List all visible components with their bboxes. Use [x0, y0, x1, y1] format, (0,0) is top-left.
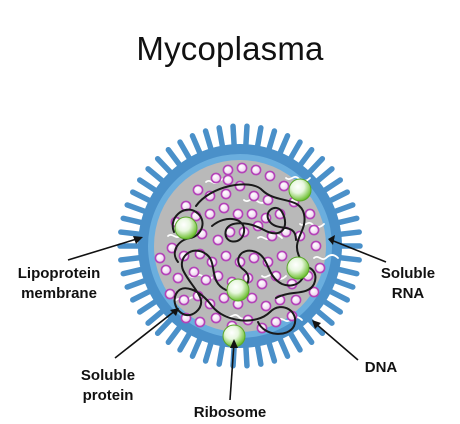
label-soluble-protein-line2: protein	[82, 387, 134, 404]
pointer-ribosome	[229, 342, 235, 401]
soluble-protein	[250, 164, 262, 176]
soluble-protein	[276, 250, 288, 262]
pointer-lipoprotein	[67, 237, 141, 261]
pointer-soluble-rna-head	[328, 235, 335, 245]
ribosomes	[174, 178, 312, 348]
label-soluble-protein-line1: Soluble	[80, 367, 136, 384]
rna-strand	[313, 254, 339, 261]
soluble-protein	[248, 252, 260, 264]
dna-strand	[171, 183, 317, 335]
soluble-protein	[256, 278, 268, 290]
soluble-protein	[248, 190, 260, 202]
soluble-protein	[246, 208, 258, 220]
label-lipoprotein-line2: membrane	[21, 285, 97, 302]
soluble-protein	[210, 172, 222, 184]
ribosome	[288, 178, 312, 202]
soluble-protein	[222, 164, 234, 176]
rna-strand	[285, 175, 311, 182]
soluble-protein	[308, 224, 320, 236]
ribosome	[286, 256, 310, 280]
soluble-protein	[222, 174, 234, 186]
soluble-protein	[178, 294, 190, 306]
soluble-protein	[160, 264, 172, 276]
label-ribosome: Ribosome	[193, 404, 267, 421]
soluble-protein	[220, 188, 232, 200]
soluble-protein	[192, 184, 204, 196]
soluble-protein	[308, 286, 320, 298]
soluble-protein	[220, 250, 232, 262]
label-lipoprotein-membrane: Lipoprotein membrane	[0, 264, 118, 304]
ribosome	[226, 278, 250, 302]
soluble-protein	[314, 262, 326, 274]
soluble-protein	[210, 312, 222, 324]
soluble-protein	[304, 208, 316, 220]
ribosome	[174, 216, 198, 240]
soluble-protein	[260, 300, 272, 312]
label-soluble-rna-line2: RNA	[391, 285, 425, 302]
soluble-protein	[236, 162, 248, 174]
soluble-protein	[154, 252, 166, 264]
pointer-soluble-protein	[114, 309, 177, 359]
cytoplasm	[154, 160, 326, 332]
soluble-protein	[212, 234, 224, 246]
label-soluble-rna-line1: Soluble	[380, 265, 436, 282]
soluble-protein	[232, 208, 244, 220]
diagram-title: Mycoplasma	[136, 30, 324, 67]
label-dna: DNA	[364, 359, 398, 376]
soluble-protein	[218, 202, 230, 214]
pointer-dna-head	[312, 320, 321, 329]
label-pointers	[67, 235, 387, 401]
soluble-protein	[310, 240, 322, 252]
pointer-soluble-rna	[330, 239, 387, 263]
soluble-protein	[164, 288, 176, 300]
soluble-protein	[264, 170, 276, 182]
label-soluble-protein: Soluble protein	[60, 366, 156, 406]
soluble-protein	[270, 316, 282, 328]
pointer-ribosome-head	[230, 339, 238, 348]
pointer-lipoprotein-head	[133, 236, 143, 244]
label-lipoprotein-line1: Lipoprotein	[17, 265, 101, 282]
soluble-protein	[234, 180, 246, 192]
soluble-protein	[200, 274, 212, 286]
soluble-protein	[246, 292, 258, 304]
soluble-protein	[188, 266, 200, 278]
pointer-dna	[314, 322, 359, 361]
soluble-protein	[278, 180, 290, 192]
pointer-soluble-protein-head	[170, 308, 179, 316]
soluble-protein	[204, 208, 216, 220]
soluble-protein	[194, 316, 206, 328]
soluble-protein	[172, 272, 184, 284]
label-soluble-rna: Soluble RNA	[366, 264, 450, 304]
soluble-protein	[218, 292, 230, 304]
soluble-protein	[290, 294, 302, 306]
